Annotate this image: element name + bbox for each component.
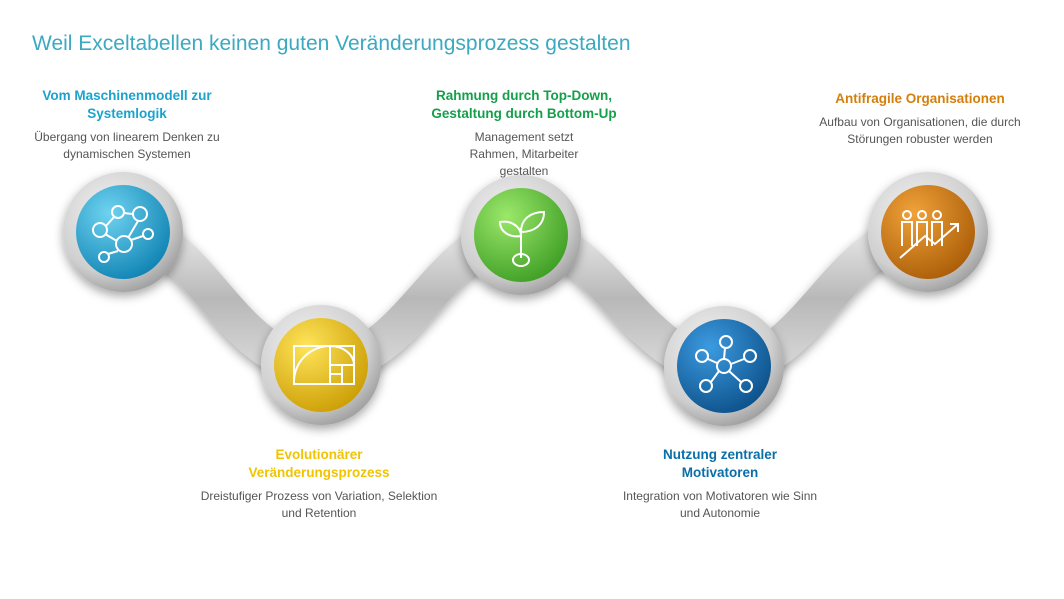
step-description: Integration von Motivatoren wie Sinn und… [622, 489, 818, 520]
step-node-1 [63, 172, 183, 292]
network-people-icon [92, 205, 154, 263]
step-2-text: Evolutionärer Veränderungsprozess Dreist… [199, 446, 439, 522]
step-heading: Antifragile Organisationen [835, 91, 1005, 106]
page-title: Weil Exceltabellen keinen guten Veränder… [32, 32, 631, 55]
step-heading: Evolutionärer Veränderungsprozess [248, 447, 390, 480]
step-node-3 [461, 175, 581, 295]
step-5-text: Antifragile Organisationen Aufbau von Or… [800, 90, 1040, 148]
step-1-text: Vom Maschinenmodell zur Systemlogik Über… [7, 87, 247, 163]
seedling-icon [498, 210, 546, 267]
step-heading: Vom Maschinenmodell zur Systemlogik [42, 88, 212, 121]
step-description: Management setzt Rahmen, Mitarbeiter ges… [469, 130, 579, 178]
step-node-5 [868, 172, 988, 292]
motivation-network-icon [695, 335, 757, 393]
step-description: Dreistufiger Prozess von Variation, Sele… [200, 489, 438, 520]
step-4-text: Nutzung zentraler Motivatoren Integratio… [600, 446, 840, 522]
step-node-4 [664, 306, 784, 426]
step-heading: Nutzung zentraler Motivatoren [662, 447, 777, 480]
step-description: Übergang von linearem Denken zu dynamisc… [34, 130, 220, 161]
step-node-2 [261, 305, 381, 425]
step-description: Aufbau von Organisationen, die durch Stö… [819, 115, 1021, 146]
team-growth-icon [899, 210, 959, 259]
step-heading: Rahmung durch Top-Down, Gestaltung durch… [431, 88, 617, 121]
step-3-text: Rahmung durch Top-Down, Gestaltung durch… [404, 87, 644, 180]
golden-spiral-icon [292, 344, 355, 385]
